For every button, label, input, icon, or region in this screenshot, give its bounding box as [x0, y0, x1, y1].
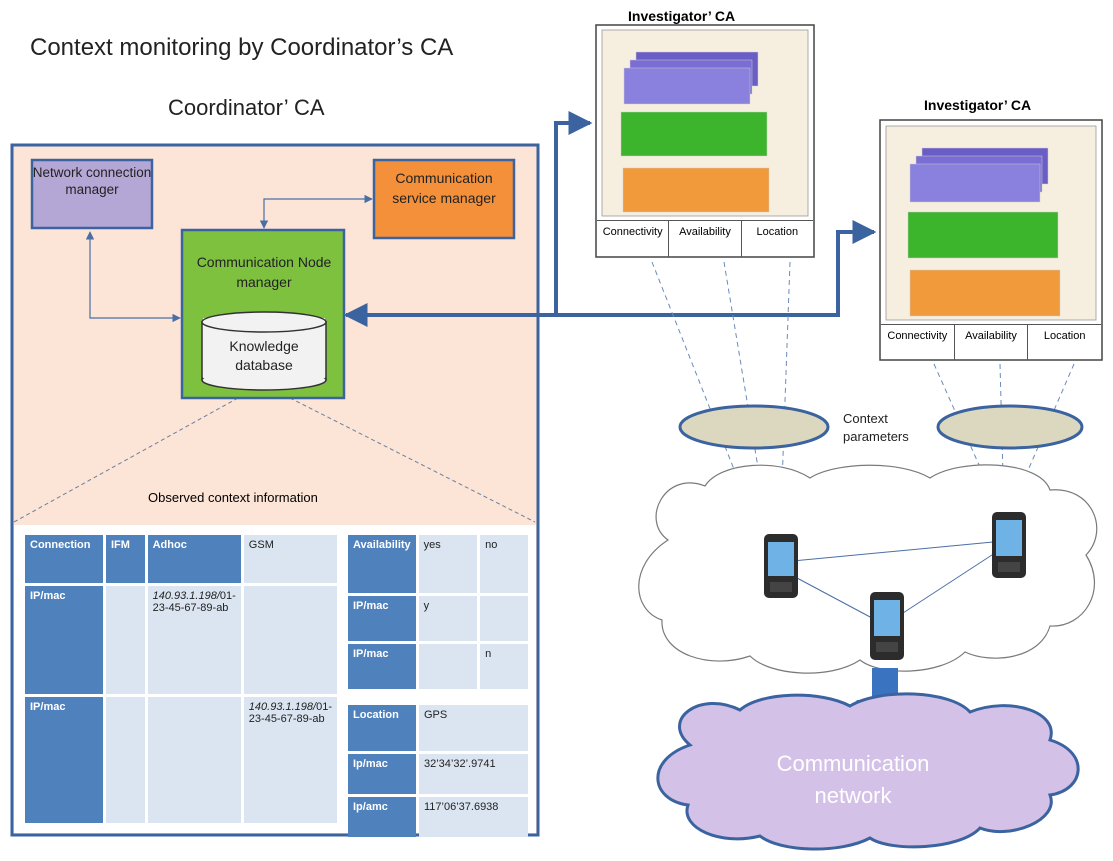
network-connection-manager-box — [30, 158, 154, 230]
coordinator-ca-label: Coordinator’ CA — [168, 95, 325, 120]
location-row-3-value: 117’06’37.6938 — [419, 797, 528, 837]
context-parameters-ellipse-1 — [678, 404, 830, 450]
context-parameters-label: Context parameters — [843, 411, 909, 444]
phone-icon-2 — [992, 512, 1026, 578]
communication-network-label: Communication network — [776, 751, 930, 808]
network-connection-manager-label: Network connection manager — [32, 165, 152, 197]
investigator-1-location: Location — [756, 226, 799, 238]
location-table: Location GPS Ip/mac 32’34’32’.9741 Ip/am… — [345, 702, 531, 840]
avail-row-2-label: IP/mac — [348, 643, 416, 689]
row-1-ifm — [106, 586, 145, 694]
communication-node-manager-label: Communication Node manager — [196, 254, 332, 290]
row-2-adhoc — [147, 697, 241, 823]
avail-row-2-no: n — [480, 643, 528, 689]
header-yes: yes — [418, 535, 478, 593]
phone-icon-3 — [870, 592, 904, 660]
investigator-ca-2 — [879, 119, 1103, 361]
investigator-1-title: Investigator’ CA — [628, 8, 736, 24]
network-cloud — [638, 464, 1098, 674]
avail-row-1-no — [480, 595, 528, 641]
location-row-1-value: GPS — [419, 705, 528, 751]
row-1-gsm — [243, 586, 337, 694]
header-no: no — [480, 535, 528, 593]
header-ifm: IFM — [106, 535, 145, 583]
location-row-2-value: 32’34’32’.9741 — [419, 754, 528, 794]
phone-icon-1 — [764, 534, 798, 598]
investigator-2-labels: Connectivity Availability Location — [881, 324, 1101, 360]
header-availability: Availability — [348, 535, 416, 593]
page-title: Context monitoring by Coordinator’s CA — [30, 34, 454, 61]
link-node-to-investigator-2 — [556, 220, 877, 317]
row-2-ifm — [106, 697, 145, 823]
row-1-label: IP/mac — [25, 586, 103, 694]
link-node-to-investigator-1 — [343, 111, 593, 327]
arrow-network-to-node — [85, 231, 181, 323]
investigator-ca-1 — [595, 24, 815, 258]
avail-row-1-yes: y — [418, 595, 478, 641]
investigator-2-availability: Availability — [955, 325, 1029, 360]
investigator-1-labels: Connectivity Availability Location — [597, 220, 813, 257]
investigator-2-location: Location — [1043, 330, 1086, 342]
communication-network-cloud — [656, 692, 1080, 851]
communication-service-manager-label: Communication service manager — [392, 170, 496, 206]
location-row-2-label: Ip/mac — [348, 754, 416, 794]
availability-table: Availability yes no IP/mac y IP/mac n — [345, 532, 531, 692]
avail-row-1-label: IP/mac — [348, 595, 416, 641]
investigator-1-connectivity: Connectivity — [597, 221, 670, 257]
avail-row-2-yes — [418, 643, 478, 689]
investigator-1-availability: Availability — [669, 221, 742, 257]
investigator-2-connectivity: Connectivity — [881, 325, 955, 360]
location-row-3-label: Ip/amc — [348, 797, 416, 837]
context-parameters-ellipse-2 — [936, 404, 1084, 450]
knowledge-database-cylinder — [201, 311, 327, 391]
row-2-label: IP/mac — [25, 697, 103, 823]
row-2-gsm: 140.93.1.198/01-23-45-67-89-ab — [243, 697, 337, 823]
connection-table: Connection IFM Adhoc GSM IP/mac 140.93.1… — [22, 532, 340, 826]
location-row-1-label: Location — [348, 705, 416, 751]
knowledge-database-label: Knowledge database — [229, 338, 299, 373]
arrow-service-to-node — [259, 194, 373, 229]
header-adhoc: Adhoc — [147, 535, 241, 583]
header-gsm: GSM — [243, 535, 337, 583]
header-connection: Connection — [25, 535, 103, 583]
observed-context-label: Observed context information — [148, 490, 318, 505]
investigator-2-title: Investigator’ CA — [924, 97, 1032, 113]
row-1-adhoc: 140.93.1.198/01-23-45-67-89-ab — [147, 586, 241, 694]
